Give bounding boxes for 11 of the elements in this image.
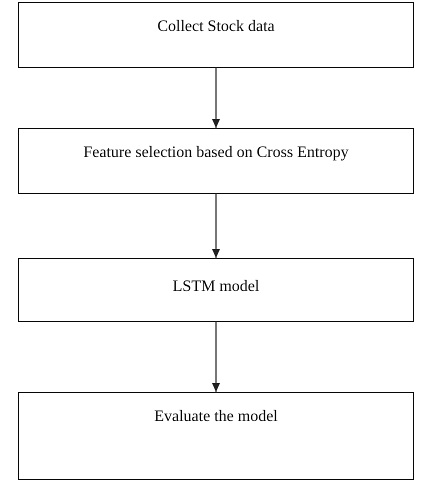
box-label: LSTM model <box>172 277 260 297</box>
process-box <box>18 392 414 480</box>
arrow <box>212 68 220 128</box>
arrow <box>212 194 220 258</box>
process-box <box>18 128 414 194</box>
process-box <box>18 2 414 68</box>
box-label: Collect Stock data <box>157 17 275 37</box>
arrow <box>212 322 220 392</box>
box-label: Feature selection based on Cross Entropy <box>83 143 349 163</box>
box-label: Evaluate the model <box>154 407 278 427</box>
process-box <box>18 258 414 322</box>
